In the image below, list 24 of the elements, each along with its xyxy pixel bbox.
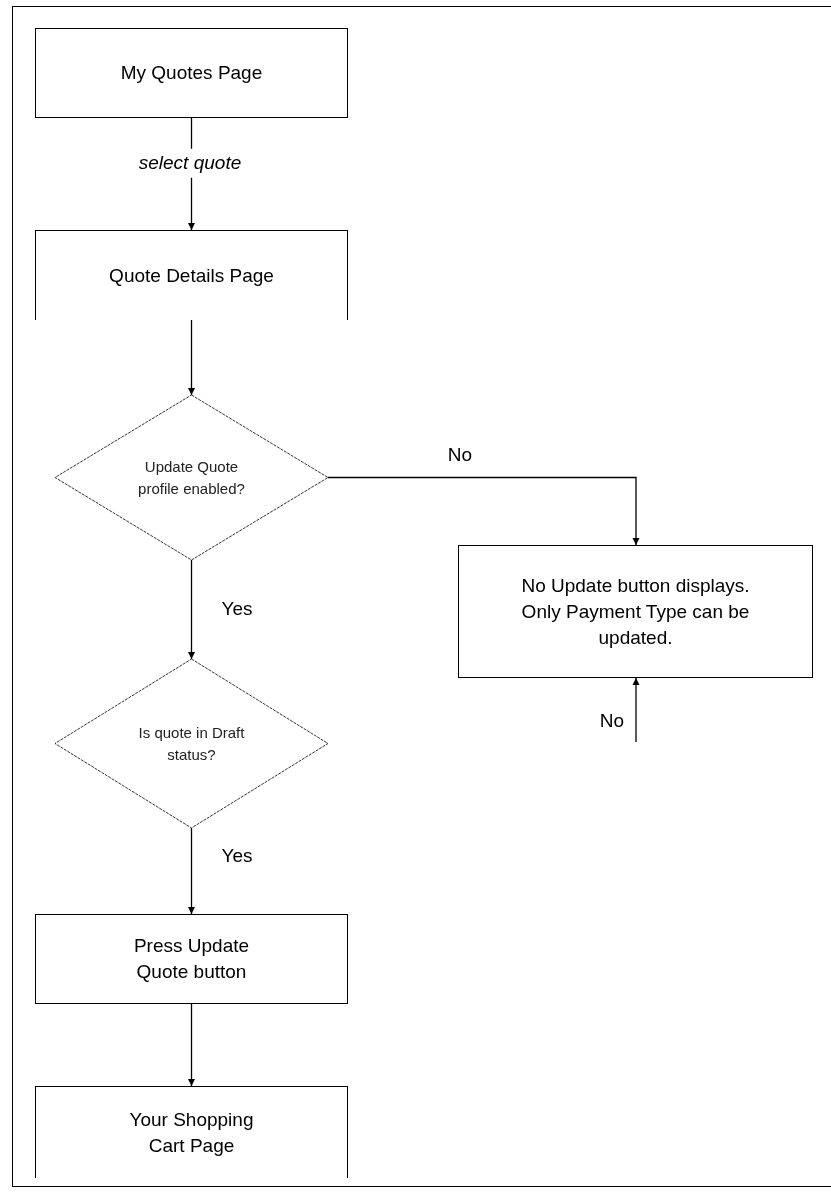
node-text: No Update button displays. Only Payment Type can be updated. xyxy=(520,573,751,650)
process-box xyxy=(35,914,348,1004)
arrow xyxy=(188,559,195,660)
process-box xyxy=(35,28,348,118)
node-text: Is quote in Draft status? xyxy=(137,722,246,765)
edge-label: Yes xyxy=(221,596,253,621)
node-text: Your Shopping Cart Page xyxy=(128,1107,255,1158)
arrow xyxy=(632,677,640,743)
node-text: My Quotes Page xyxy=(120,61,263,85)
edge-label: Yes xyxy=(221,843,253,868)
arrow xyxy=(188,1003,195,1087)
node-text: Press Update Quote button xyxy=(132,934,251,984)
edge-label: No xyxy=(599,708,625,733)
node-text: Quote Details Page xyxy=(109,263,274,288)
decision-diamond xyxy=(54,394,329,561)
edge-label: No xyxy=(447,442,473,467)
process-box xyxy=(35,1086,348,1178)
process-box xyxy=(458,545,813,678)
arrow xyxy=(188,827,195,915)
arrow xyxy=(188,319,195,396)
decision-diamond xyxy=(54,658,329,829)
process-box xyxy=(35,230,348,320)
arrow xyxy=(327,476,640,546)
node-text: Update Quote profile enabled? xyxy=(137,456,246,499)
